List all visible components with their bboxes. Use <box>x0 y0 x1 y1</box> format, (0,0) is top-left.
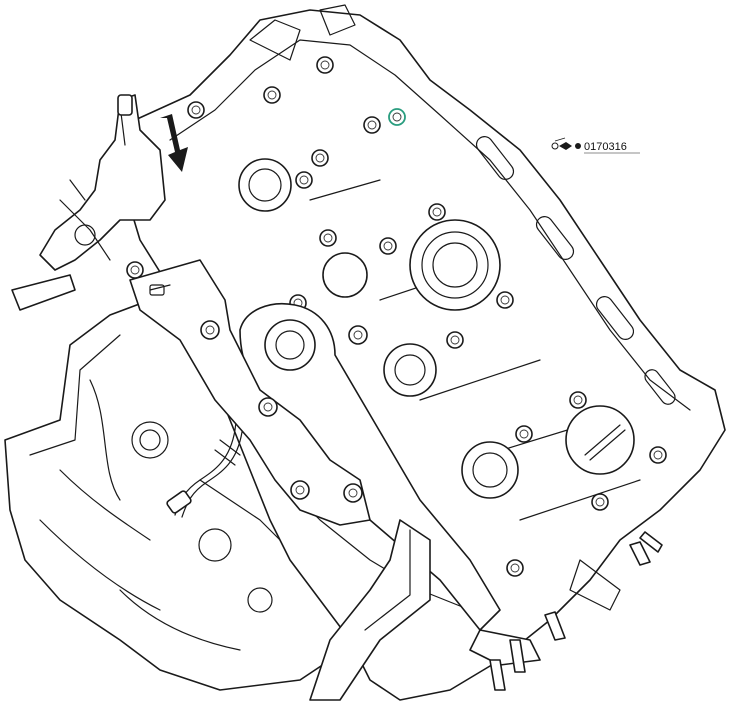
bolt <box>295 171 313 189</box>
bolt <box>649 446 667 464</box>
bolt <box>515 425 533 443</box>
highlighted-bolt <box>388 108 406 126</box>
bolt <box>569 391 587 409</box>
reference-code: 0170316 <box>584 141 627 153</box>
direction-arrow-icon <box>160 114 188 172</box>
bolt <box>263 86 281 104</box>
bolt-torque-icon <box>551 137 581 150</box>
bolt <box>363 116 381 134</box>
mounting-bracket <box>129 259 371 526</box>
bolt <box>496 291 514 309</box>
bolt <box>126 261 144 279</box>
bolt <box>316 56 334 74</box>
cylinder-head <box>124 4 726 701</box>
bolt <box>187 101 205 119</box>
sensor-bracket <box>11 94 166 311</box>
bolt <box>311 149 329 167</box>
bolt <box>428 203 446 221</box>
intake-pipe <box>239 303 541 701</box>
reference-label: 0170316 <box>551 137 640 154</box>
studs <box>489 531 663 691</box>
bolt <box>506 559 524 577</box>
bolt <box>379 237 397 255</box>
bolt <box>591 493 609 511</box>
bolt <box>446 331 464 349</box>
bolt <box>319 229 337 247</box>
